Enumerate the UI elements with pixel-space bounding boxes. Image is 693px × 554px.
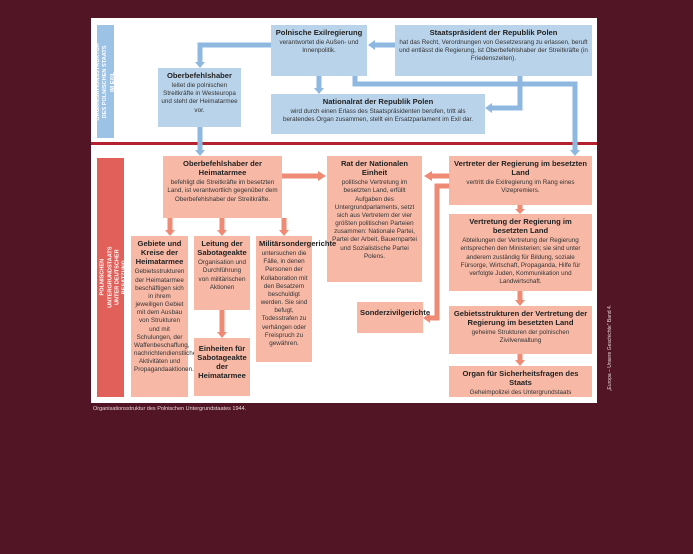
box-text: Abteilungen der Vertretung der Regierung… xyxy=(460,237,581,286)
image-credit: „Europa – Unsere Geschichte" Band 4. xyxy=(607,304,613,392)
box-civil-courts: Sonderzivilgerichte xyxy=(357,302,431,333)
box-text: Gebietsstrukturen der Heimatarmee beschä… xyxy=(134,268,200,374)
box-text: politische Vertretung im besetzten Land,… xyxy=(332,179,417,260)
box-delegation: Vertretung der Regierung im besetzten La… xyxy=(449,214,592,291)
box-title: Oberbefehlshaber xyxy=(167,71,232,80)
box-text: untersuchen die Fälle, in denen Personen… xyxy=(260,250,308,347)
box-text: befehligt die Streitkräfte im besetzten … xyxy=(167,179,278,203)
exile-section-label-text: ORGANISATIONSSTRUKTUR DES POLNISCHEN STA… xyxy=(94,42,116,121)
box-text: Organisation und Durchführung von militä… xyxy=(198,259,246,291)
box-title: Gebietsstrukturen der Vertretung der Reg… xyxy=(453,309,588,328)
box-title: Einheiten für Sabotageakte der Heimatarm… xyxy=(197,344,247,381)
box-title: Sonderzivilgerichte xyxy=(360,308,431,317)
arrow-gov-to-delegate xyxy=(352,76,578,150)
box-title: Organ für Sicherheitsfragen des Staats xyxy=(462,369,579,388)
box-title: Staatspräsident der Republik Polen xyxy=(429,28,558,37)
underground-section-label: STRUKTUREN DES POLNISCHEN UNTERGRUNDSTAA… xyxy=(92,158,127,397)
box-title: Leitung der Sabotageakte xyxy=(197,239,247,258)
box-title: Gebiete und Kreise der Heimatarmee xyxy=(135,239,184,267)
box-text: verantwortet die Außen- und Innenpolitik… xyxy=(279,39,359,55)
box-national-council: Nationalrat der Republik Polen wird durch… xyxy=(271,94,485,134)
box-title: Vertretung der Regierung im besetzten La… xyxy=(469,217,572,236)
box-commander: Oberbefehlshaber leitet die polnischen St… xyxy=(158,68,241,127)
box-title: Vertreter der Regierung im besetzten Lan… xyxy=(454,159,587,178)
underground-section-label-text: STRUKTUREN DES POLNISCHEN UNTERGRUNDSTAA… xyxy=(92,246,128,309)
arrow-gov-to-commander xyxy=(197,42,271,62)
box-text: Geheimpolizei des Untergrundstaats xyxy=(469,389,572,397)
box-title: Polnische Exilregierung xyxy=(275,28,363,37)
box-title: Militärsondergerichte xyxy=(259,239,337,248)
box-president: Staatspräsident der Republik Polen hat da… xyxy=(395,25,592,76)
box-text: hat das Recht, Verordnungen von Gesetzes… xyxy=(399,39,588,63)
box-title: Oberbefehlshaber der Heimatarmee xyxy=(183,159,262,178)
box-title: Rat der Nationalen Einheit xyxy=(340,159,409,178)
box-regional-structures: Gebietsstrukturen der Vertretung der Reg… xyxy=(449,306,592,354)
box-text: wird durch einen Erlass des Staatspräsid… xyxy=(282,108,474,124)
figure-caption: Organisationsstruktur des Polnischen Unt… xyxy=(93,406,247,412)
box-text: geheime Strukturen der polnischen Zivilv… xyxy=(471,329,570,345)
exile-section-label: ORGANISATIONSSTRUKTUR DES POLNISCHEN STA… xyxy=(94,25,116,138)
box-military-courts: Militärsondergerichte untersuchen die Fäl… xyxy=(256,236,337,362)
box-text: leitet die polnischen Streitkräfte in We… xyxy=(161,82,238,114)
box-exile-government: Polnische Exilregierung verantwortet die … xyxy=(271,25,367,76)
box-title: Nationalrat der Republik Polen xyxy=(322,97,434,106)
arrow-president-to-council xyxy=(492,76,523,111)
box-sabotage-units: Einheiten für Sabotageakte der Heimatarm… xyxy=(194,338,250,396)
box-text: vertritt die Exilregierung im Rang eines… xyxy=(466,179,575,195)
section-divider xyxy=(91,142,597,145)
box-delegate: Vertreter der Regierung im besetzten Lan… xyxy=(449,156,592,205)
